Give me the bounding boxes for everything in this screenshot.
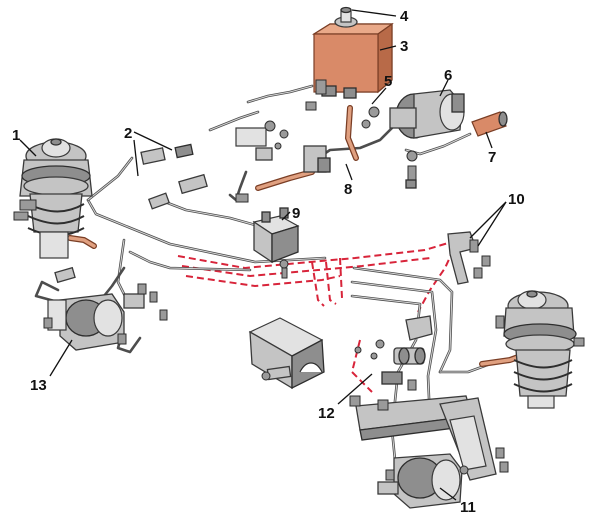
reservoir-cap [334,6,358,28]
callout-6: 6 [444,67,452,84]
rear-axle-beam [349,395,509,481]
callout-8: 8 [344,181,352,198]
callout-10: 10 [508,191,525,208]
callout-12: 12 [318,405,335,422]
hydraulic-unit-lower [377,453,469,509]
callout-7: 7 [488,149,496,166]
hydraulic-unit-left [43,266,168,351]
right-bracket [447,231,491,285]
callout-9: 9 [292,205,300,222]
front-left-strut [13,138,93,259]
pipe-fittings [140,79,418,210]
distribution-valve [354,315,433,391]
callout-5: 5 [384,73,392,90]
callout-1: 1 [12,127,20,144]
rear-right-strut [495,290,585,409]
sensor-unit [471,111,508,137]
valve-block [252,207,300,279]
callout-3: 3 [400,38,408,55]
callout-11: 11 [460,499,476,516]
callout-4: 4 [400,8,409,25]
callout-leaders [19,9,507,501]
callout-2: 2 [124,125,132,142]
heat-shield [248,317,325,390]
callout-labels: 1 2 3 4 5 6 7 8 9 10 11 12 13 [12,8,525,516]
callout-13: 13 [30,377,47,394]
hydraulic-unit-upper [361,89,465,139]
